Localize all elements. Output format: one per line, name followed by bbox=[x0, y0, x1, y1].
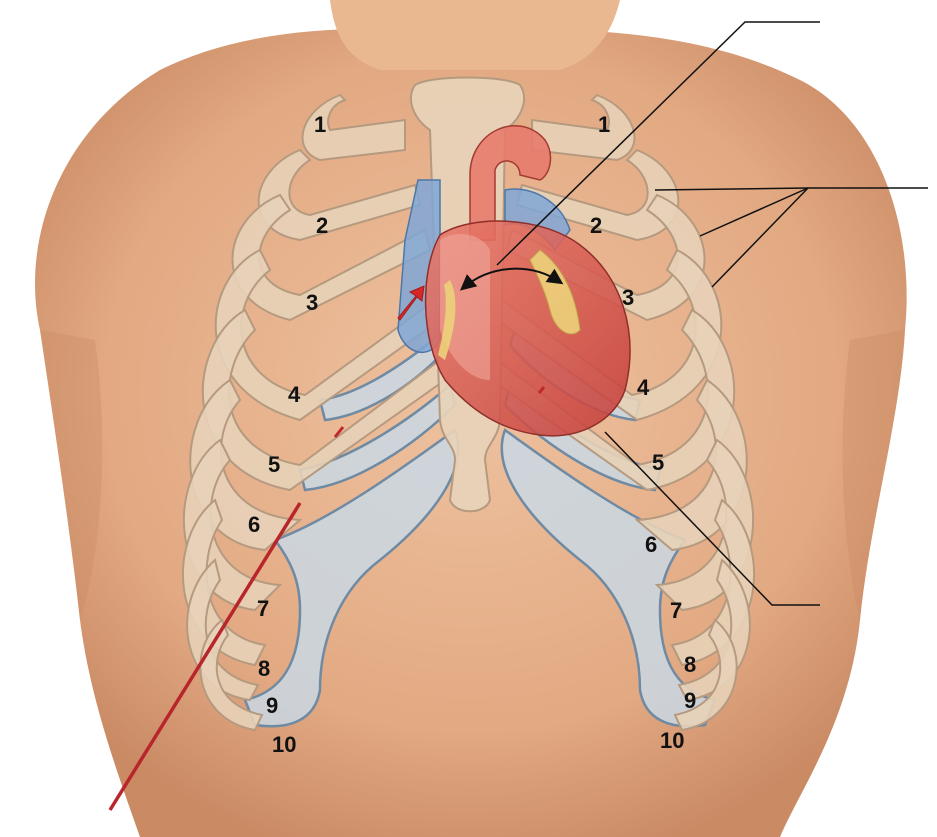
coronary-fat-2 bbox=[438, 280, 456, 360]
needle-line bbox=[108, 502, 302, 811]
rib-label: 2 bbox=[590, 213, 602, 238]
rib-label: 2 bbox=[316, 213, 328, 238]
rib-label: 6 bbox=[645, 532, 657, 557]
rib-label: 8 bbox=[684, 652, 696, 677]
rib-label: 1 bbox=[598, 112, 610, 137]
neck bbox=[330, 0, 620, 70]
rib-label: 5 bbox=[652, 450, 664, 475]
rib-label: 6 bbox=[248, 512, 260, 537]
rib-label: 5 bbox=[268, 452, 280, 477]
ribs-right bbox=[181, 93, 447, 732]
torso-shadow-left bbox=[40, 330, 103, 620]
rib-label: 4 bbox=[288, 382, 301, 407]
rib-label: 7 bbox=[257, 596, 269, 621]
red-arrow-icon bbox=[397, 285, 425, 321]
rib-label: 4 bbox=[637, 375, 650, 400]
rib-label: 9 bbox=[684, 688, 696, 713]
rib-label: 7 bbox=[670, 598, 682, 623]
red-mark bbox=[333, 426, 345, 438]
rib-labels-right: 1 2 3 4 5 6 7 8 9 10 bbox=[248, 112, 328, 757]
double-headed-arrow-icon bbox=[459, 267, 564, 291]
rib-label: 10 bbox=[660, 728, 684, 753]
aorta bbox=[469, 124, 552, 241]
rib-labels-left: 1 2 3 4 5 6 7 8 9 10 bbox=[590, 112, 696, 753]
rib-label: 1 bbox=[314, 112, 326, 137]
rib-label: 9 bbox=[266, 693, 278, 718]
rib-label: 8 bbox=[258, 656, 270, 681]
leader-lines bbox=[496, 21, 928, 606]
rib-label: 3 bbox=[306, 290, 318, 315]
rib-label: 10 bbox=[272, 732, 296, 757]
rib-label: 3 bbox=[622, 285, 634, 310]
red-mark bbox=[537, 386, 546, 394]
torso-shadow-right bbox=[842, 330, 905, 620]
